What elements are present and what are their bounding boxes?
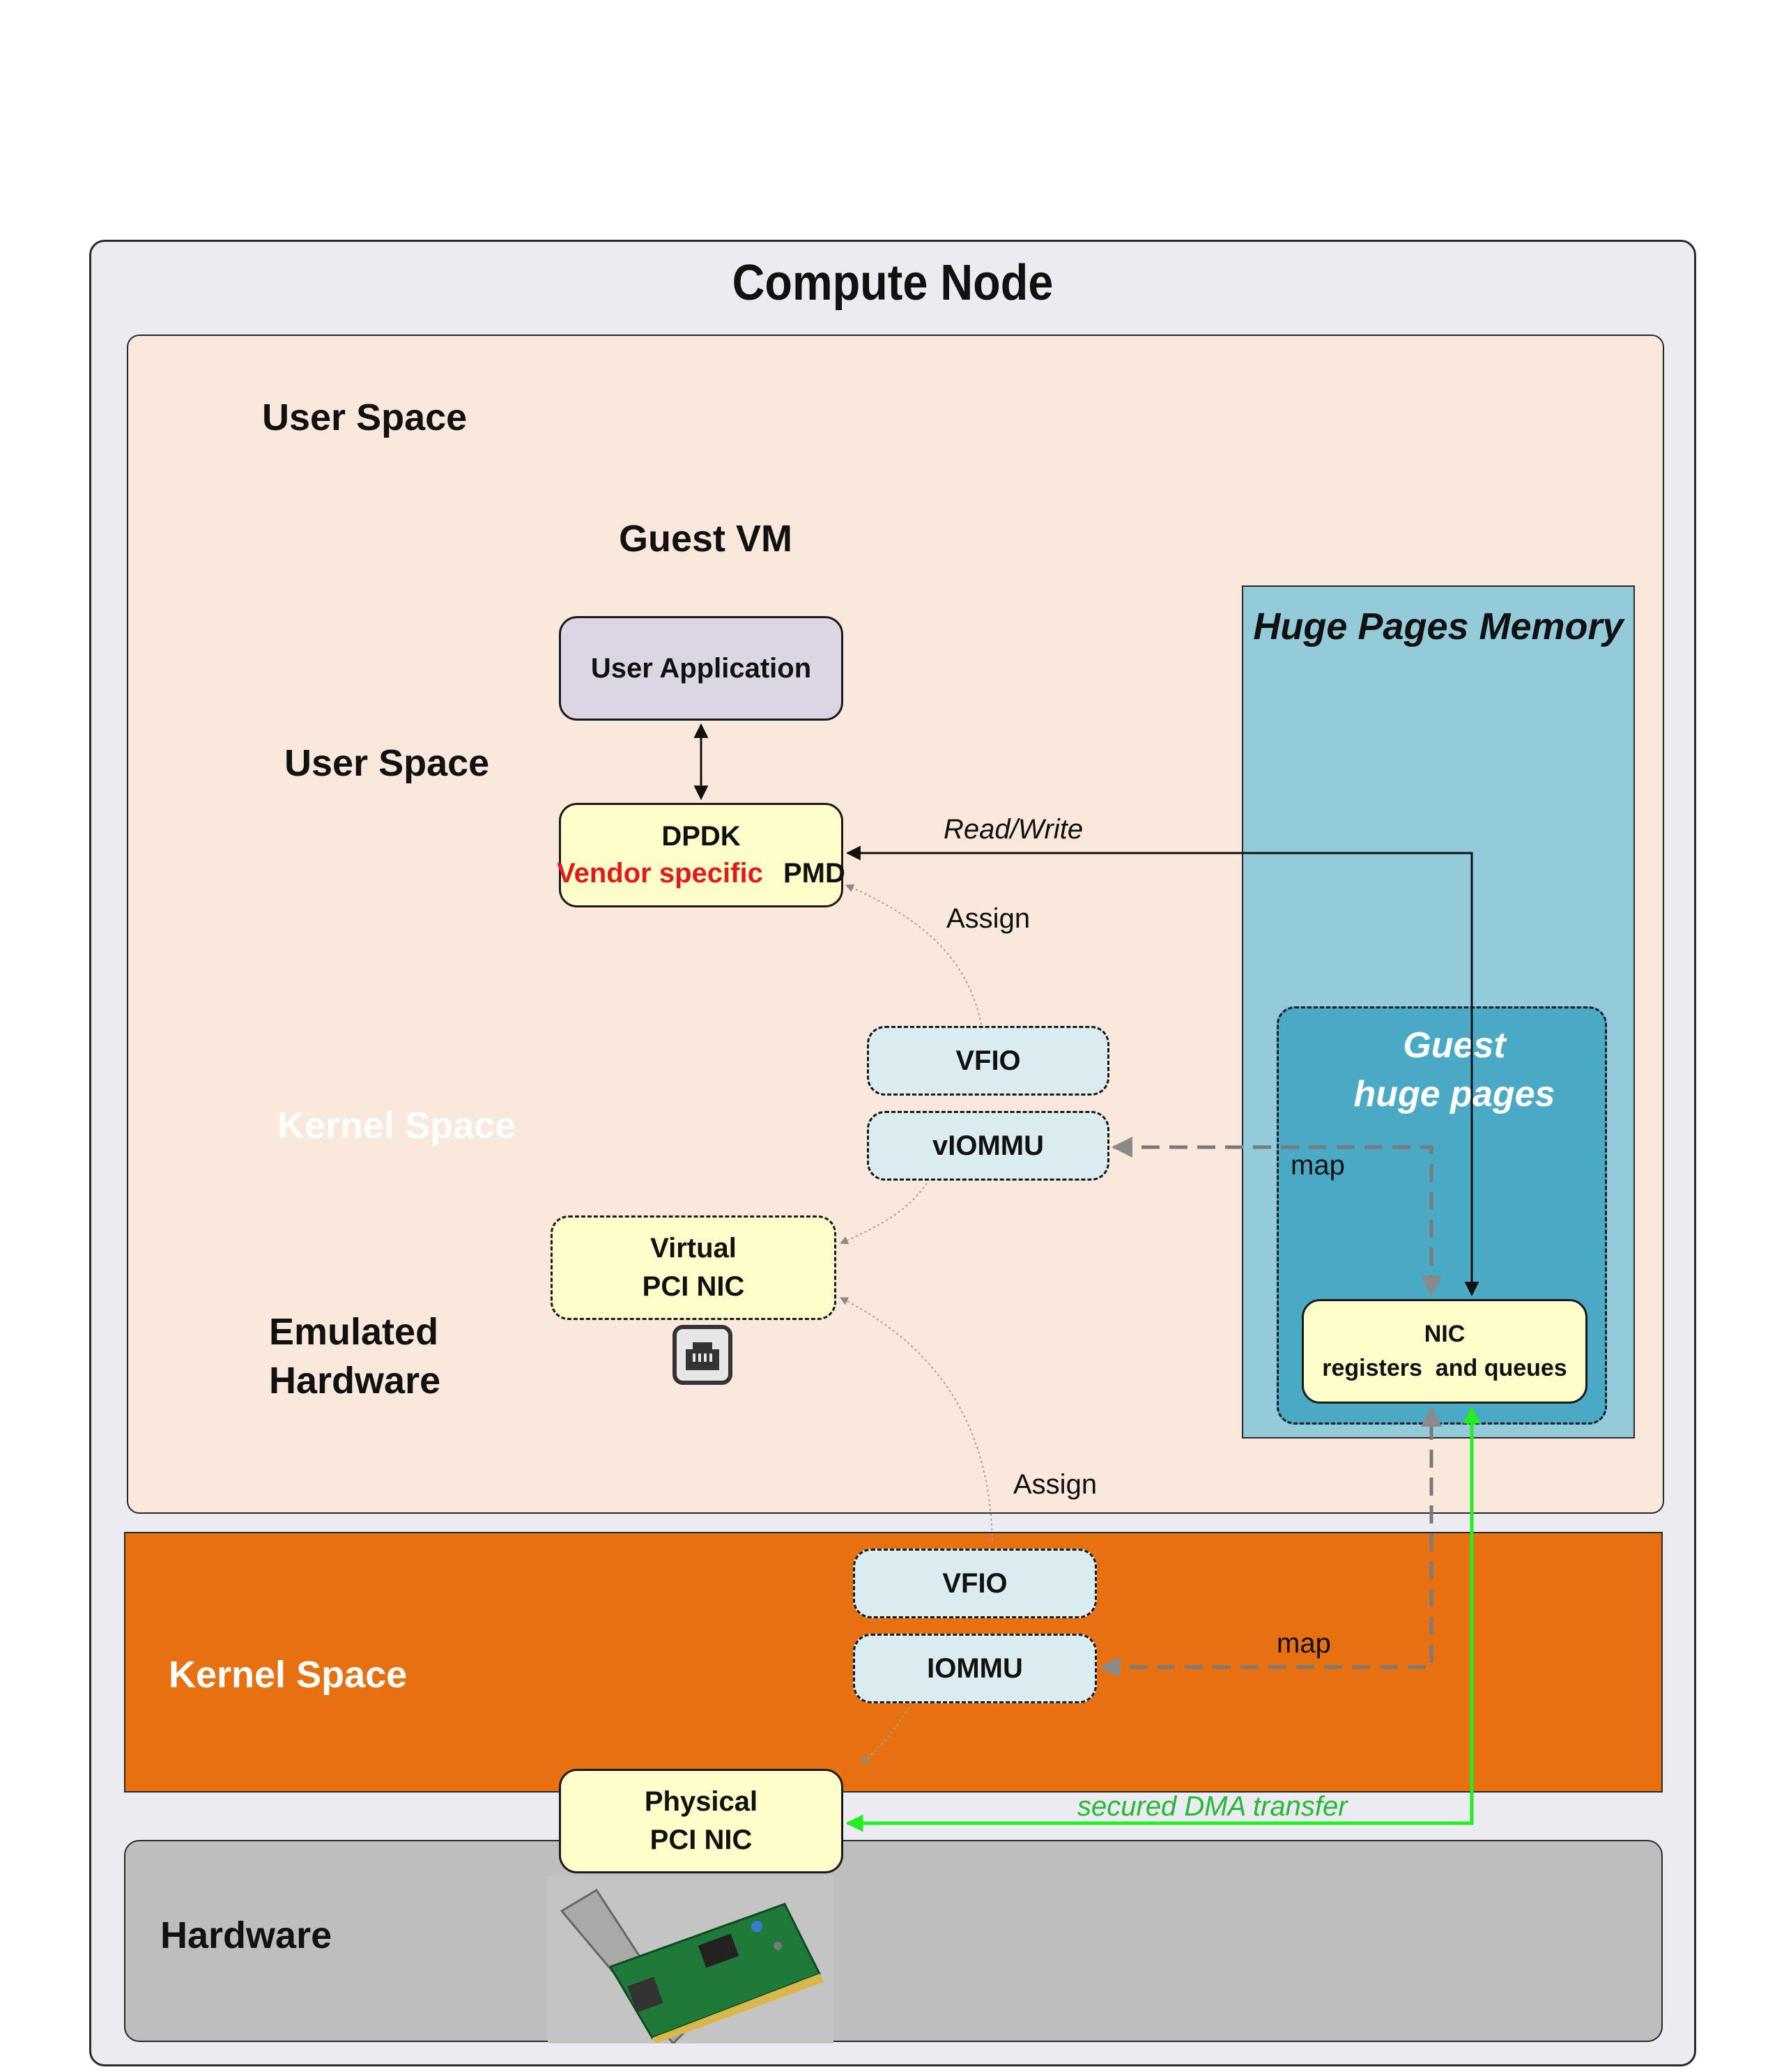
kernel-space-guest-label: Kernel Space xyxy=(277,1105,516,1146)
emulated-hardware-label-1: Emulated xyxy=(269,1311,439,1353)
secured-dma-arrow xyxy=(845,1406,1481,1832)
map-guest-arrow xyxy=(1112,1137,1442,1297)
user-application-box: User Application xyxy=(559,616,843,721)
vfio-guest-box: VFIO xyxy=(867,1026,1109,1096)
guest-huge-pages-label-1: Guest xyxy=(1403,1025,1506,1066)
dpdk-label: DPDK xyxy=(661,821,741,852)
emulated-hardware-label-2: Hardware xyxy=(269,1360,441,1402)
viommu-label: vIOMMU xyxy=(932,1130,1044,1161)
huge-pages-memory-label: Huge Pages Memory xyxy=(1253,606,1624,647)
map-host-label: map xyxy=(1277,1628,1331,1659)
dpdk-pmd-box: DPDK Vendor specific PMD xyxy=(557,803,845,907)
assign-guest-label: Assign xyxy=(946,903,1031,934)
ethernet-port-icon xyxy=(672,1324,733,1386)
physical-nic-label-2: PCI NIC xyxy=(649,1825,753,1855)
assign-host-curve xyxy=(839,1297,993,1541)
virtual-nic-label-1: Virtual xyxy=(650,1233,737,1264)
map-guest-label: map xyxy=(1291,1150,1345,1181)
map-host-arrow xyxy=(1099,1406,1442,1678)
nic-registers-queues-box: NIC registers and queues xyxy=(1302,1299,1587,1404)
read-write-arrow xyxy=(845,845,1473,1295)
user-space-guest-label: User Space xyxy=(284,742,490,784)
pmd-label: PMD xyxy=(783,858,845,889)
virtual-pci-nic-box: Virtual PCI NIC xyxy=(551,1215,836,1320)
virtual-nic-label-2: PCI NIC xyxy=(642,1271,745,1302)
user-application-label: User Application xyxy=(590,652,812,684)
hardware-label: Hardware xyxy=(160,1914,332,1956)
user-space-top-label: User Space xyxy=(262,397,468,438)
vendor-specific-label: Vendor specific xyxy=(557,858,763,889)
guest-huge-pages-label-2: huge pages xyxy=(1353,1074,1555,1114)
physical-pci-nic-box: Physical PCI NIC xyxy=(559,1769,843,1873)
guest-vm-label: Guest VM xyxy=(619,518,793,560)
hardware-region xyxy=(124,1840,1663,2042)
viommu-box: vIOMMU xyxy=(867,1111,1109,1181)
diagram-title: Compute Node xyxy=(732,255,1054,311)
dpdk-pmd-line: Vendor specific PMD xyxy=(557,858,845,889)
iommu-physical-nic-curve xyxy=(861,1707,909,1764)
vfio-guest-label: VFIO xyxy=(955,1045,1021,1076)
assign-host-label: Assign xyxy=(1013,1469,1098,1500)
viommu-virtual-nic-curve xyxy=(839,1183,928,1245)
nic-regs-label-1: NIC xyxy=(1424,1321,1466,1347)
secured-dma-label: secured DMA transfer xyxy=(1077,1791,1348,1822)
pci-nic-card-image xyxy=(548,1876,833,2046)
nic-regs-label-2: registers and queues xyxy=(1322,1355,1567,1381)
physical-nic-label-1: Physical xyxy=(644,1786,758,1817)
read-write-label: Read/Write xyxy=(944,814,1084,845)
kernel-space-host-label: Kernel Space xyxy=(169,1654,408,1696)
